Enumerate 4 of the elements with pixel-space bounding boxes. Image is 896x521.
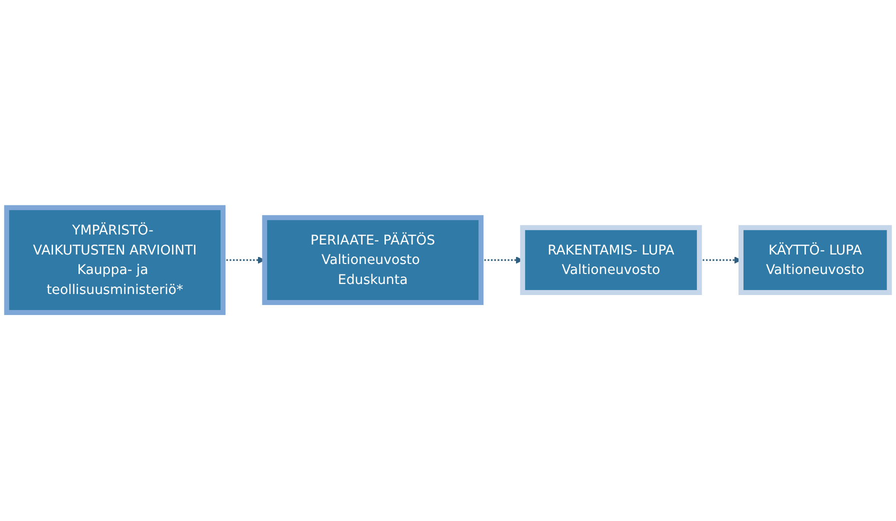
node-box: KÄYTTÖ- LUPA Valtioneuvosto — [738, 226, 892, 296]
node-box: YMPÄRISTÖ- VAIKUTUSTEN ARVIOINTI Kauppa- ja teollisuusministeriö* — [4, 206, 226, 316]
node-box: PERIAATE- PÄÄTÖS Valtioneuvosto Eduskunta — [262, 216, 484, 306]
node-box: RAKENTAMIS- LUPA Valtioneuvosto — [520, 226, 702, 296]
